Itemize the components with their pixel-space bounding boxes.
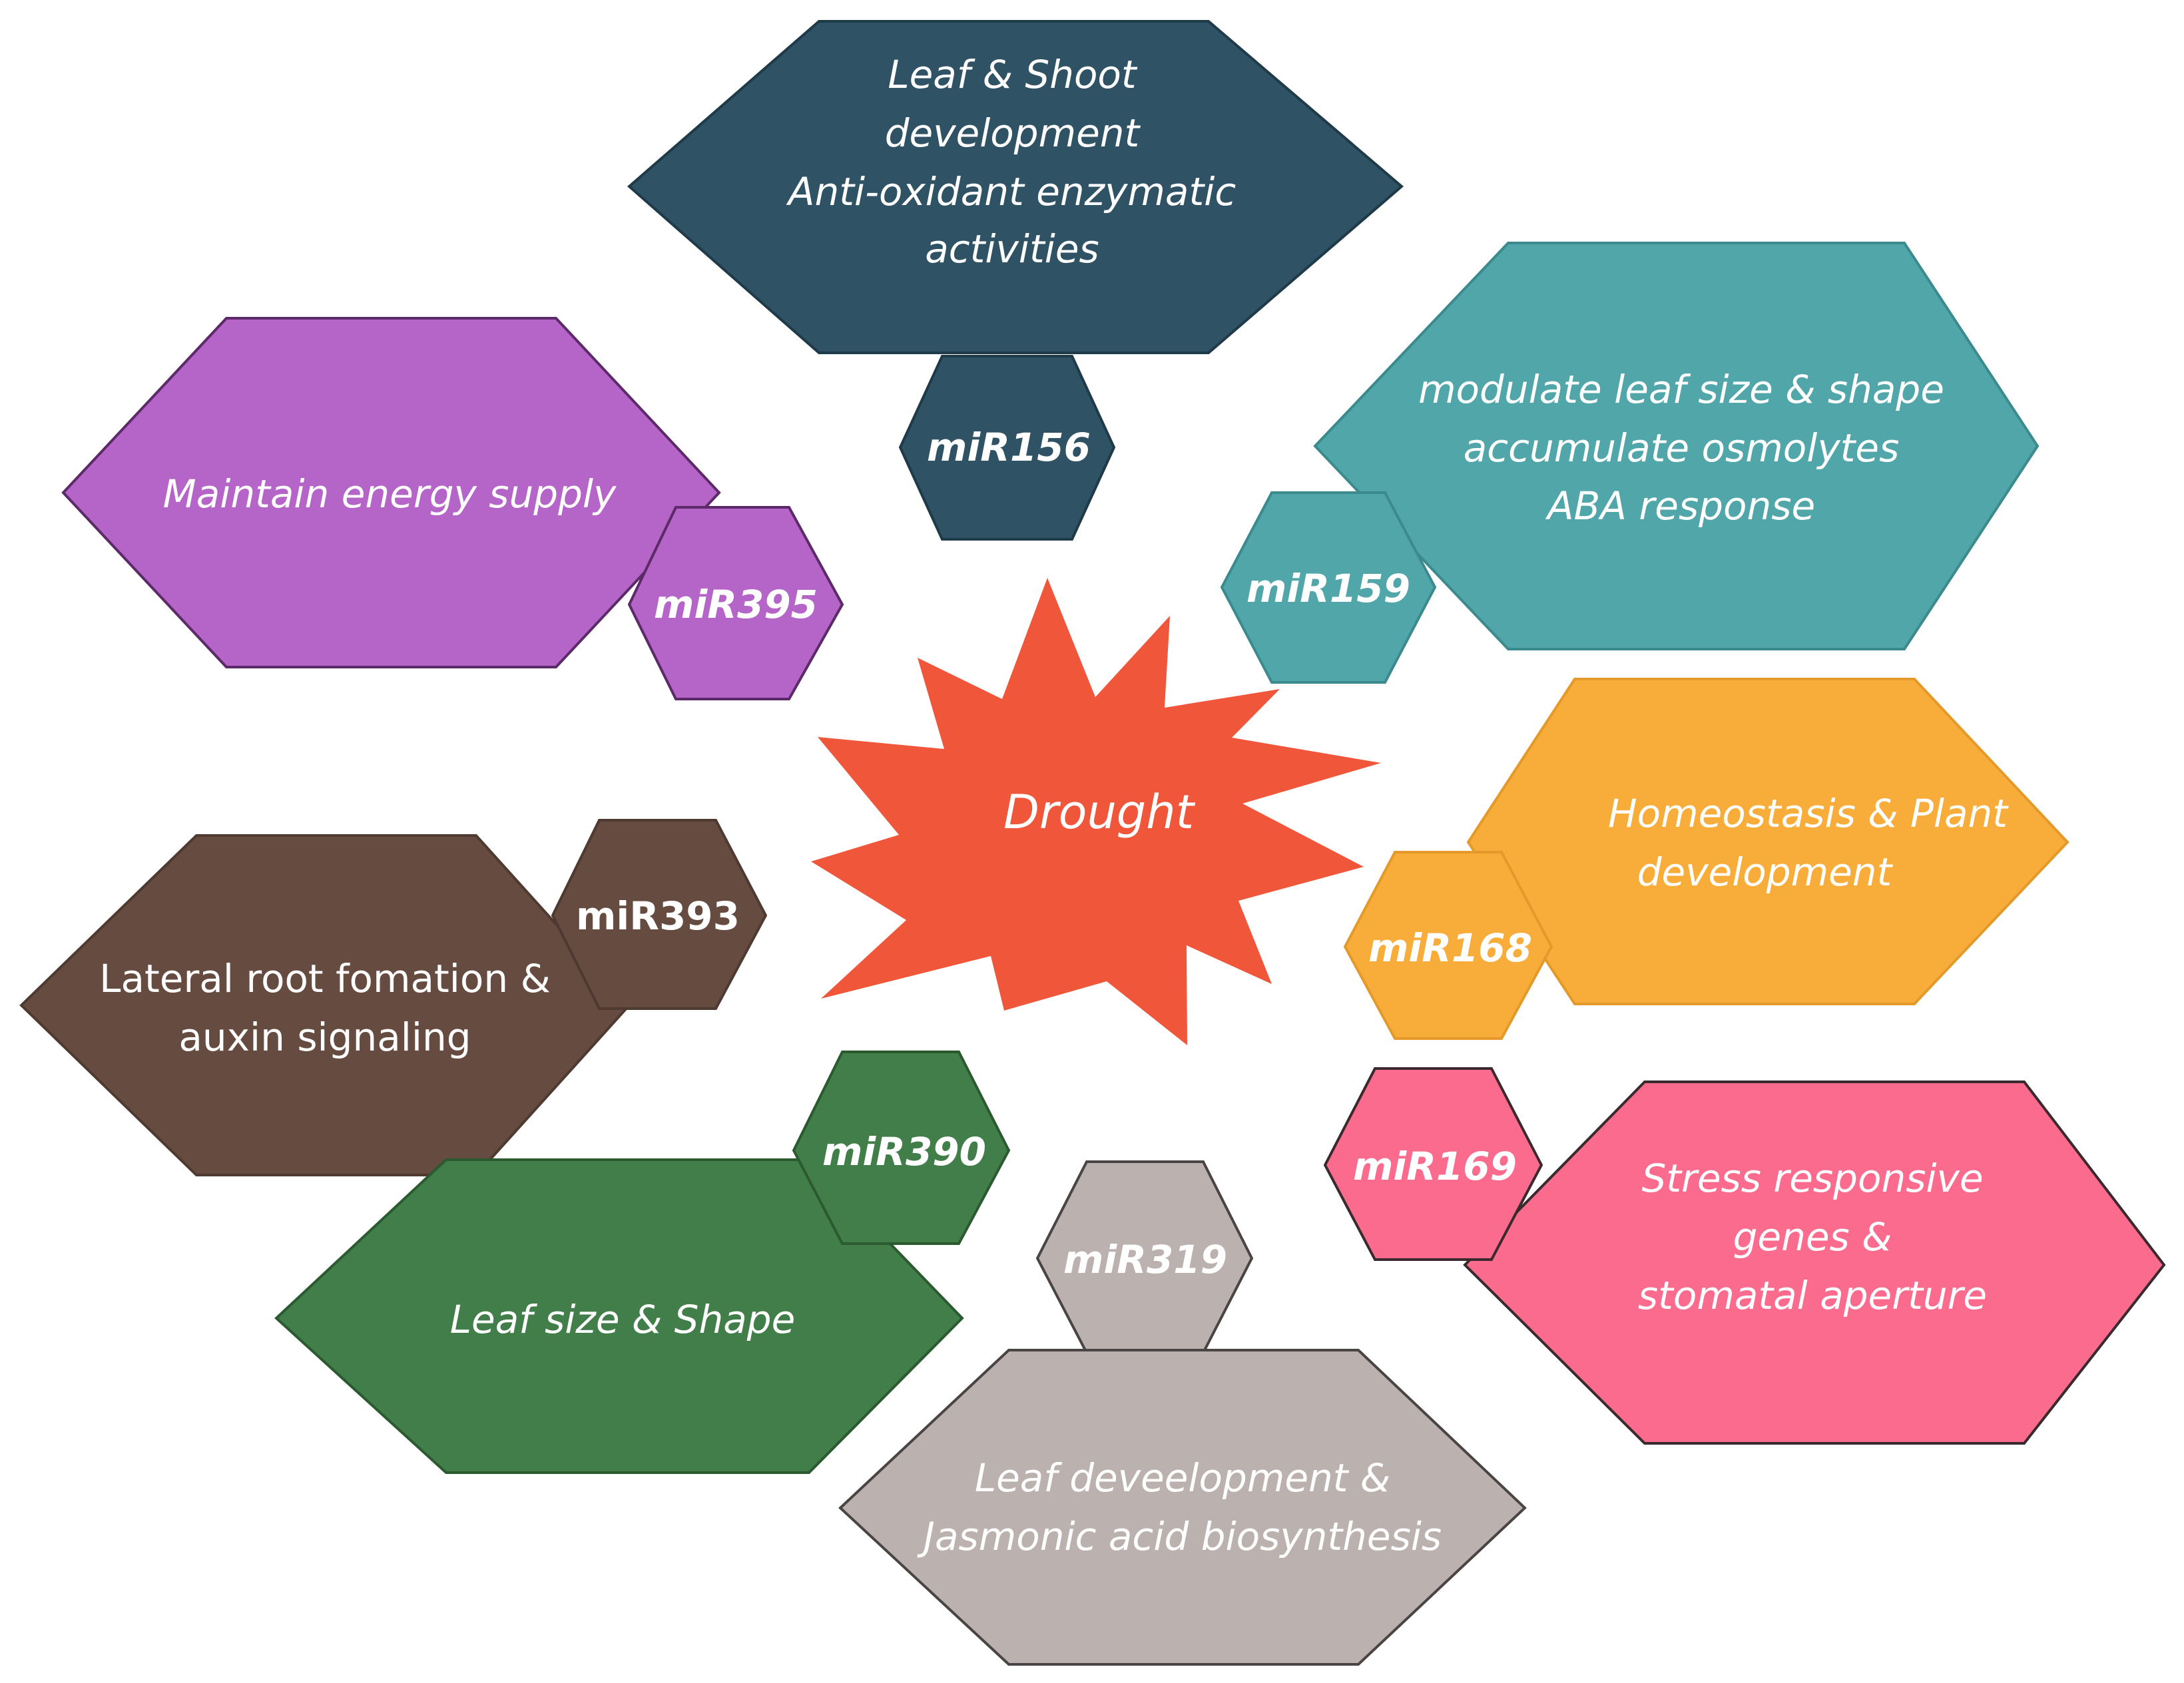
function-line: Jasmonic acid biosynthesis [917,1514,1442,1559]
function-line: Anti-oxidant enzymatic [786,169,1236,214]
function-line: Stress responsive [1641,1156,1983,1201]
mirna-label-mir390: miR390 [822,1129,986,1174]
center-drought: Drought [811,578,1381,1045]
node-mir169: Stress responsive genes & stomatal apert… [1323,1067,2166,1445]
function-hexagon-mir319 [838,1349,1527,1666]
drought-label: Drought [1003,785,1196,840]
function-hexagon-mir156 [627,20,1404,354]
mirna-hexagon-mir156 [898,355,1116,541]
function-hexagon-mir395 [61,317,721,668]
mirna-hexagon-mir390 [792,1051,1011,1245]
function-line: genes & [1733,1214,1892,1260]
mirna-hexagon-mir168 [1343,851,1553,1040]
mirna-hexagon-mir159 [1220,491,1437,684]
function-hexagon-mir168 [1466,678,2069,1005]
mirna-label-mir159: miR159 [1246,566,1410,611]
mirna-label-mir393: miR393 [576,893,740,939]
function-line: Maintain energy supply [163,471,617,517]
mirna-label-mir395: miR395 [654,582,818,627]
function-line: Leaf deveelopment & [975,1455,1390,1501]
function-line: development [1637,849,1894,895]
function-line: Leaf size & Shape [450,1297,796,1342]
function-line: accumulate osmolytes [1464,425,1900,471]
mirna-label-mir169: miR169 [1353,1144,1517,1189]
function-line: ABA response [1545,483,1815,529]
mirna-label-mir168: miR168 [1368,925,1532,971]
function-hexagon-mir390 [274,1158,964,1474]
function-hexagon-mir393 [19,834,631,1176]
node-mir159: modulate leaf size & shape accumulate os… [1220,242,2040,684]
mirna-hexagon-mir395 [627,506,844,700]
function-line: auxin signaling [178,1015,471,1060]
function-hexagon-mir169 [1463,1081,2166,1445]
function-line: development [885,111,1141,156]
mirna-label-mir156: miR156 [927,425,1091,470]
node-mir390: Leaf size & Shape miR390 [274,1051,1011,1474]
node-mir156: Leaf & Shoot development Anti-oxidant en… [627,20,1404,541]
function-line: stomatal aperture [1638,1273,1987,1318]
function-hexagon-mir159 [1313,242,2040,650]
function-line: Homeostasis & Plant [1608,791,2009,836]
node-mir393: Lateral root fomation & auxin signaling … [19,819,768,1176]
function-line: Leaf & Shoot [888,52,1138,97]
mirna-hexagon-mir169 [1323,1067,1543,1261]
mirna-hexagon-mir393 [551,819,768,1010]
function-line: modulate leaf size & shape [1418,367,1944,412]
mirna-label-mir319: miR319 [1063,1237,1227,1282]
function-line: activities [925,226,1099,272]
function-line: Lateral root fomation & [99,956,551,1001]
node-mir319: Leaf deveelopment & Jasmonic acid biosyn… [838,1160,1527,1666]
node-mir395: Maintain energy supply miR395 [61,317,844,700]
drought-starburst [811,578,1381,1045]
node-mir168: Homeostasis & Plant development miR168 [1343,678,2069,1040]
